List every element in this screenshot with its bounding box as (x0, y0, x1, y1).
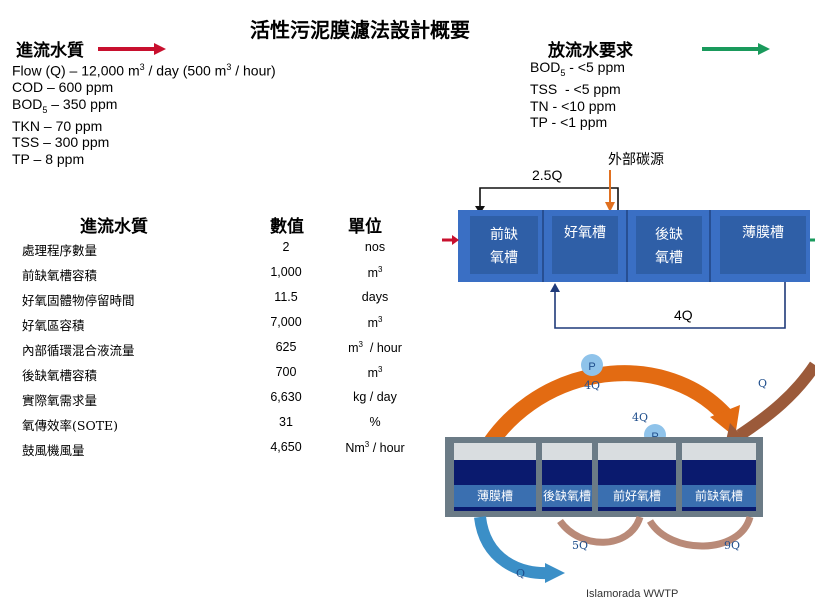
flow-label-9q: 9Q (724, 539, 740, 552)
influent-line-tss: TSS – 300 ppm (12, 134, 110, 151)
effluent-heading: 放流水要求 (548, 41, 633, 61)
table-row: 氧傳效率(SOTE) 31 % (0, 415, 420, 440)
row-value: 700 (275, 365, 297, 379)
row-value: 7,000 (270, 315, 302, 329)
row-value: 2 (282, 240, 290, 254)
table-row: 鼓風機風量 4,650 Nm3 / hour (0, 440, 420, 465)
plant-tank-label-pre-anoxic: 前缺氧槽 (695, 488, 743, 503)
effluent-line-bod: BOD5 - <5 ppm (530, 59, 625, 78)
row-label: 後缺氧槽容積 (22, 368, 98, 383)
row-unit: m3 / hour (348, 340, 402, 356)
table-header-item: 進流水質 (80, 217, 148, 237)
tank-label-membrane: 薄膜槽 (742, 225, 784, 241)
recycle-2.5q-line (479, 187, 619, 212)
row-label: 氧傳效率(SOTE) (22, 418, 119, 433)
feed-arrow-icon (736, 361, 815, 440)
recycle-arrow-icon (472, 365, 733, 468)
table-row: 實際氧需求量 6,630 kg / day (0, 390, 420, 415)
effluent-line-tn: TN - <10 ppm (530, 97, 616, 114)
flow-label-4q: 4Q (584, 379, 600, 392)
recycle-4q-line (554, 282, 786, 329)
row-value: 1,000 (270, 265, 302, 279)
influent-line-cod: COD – 600 ppm (12, 79, 114, 96)
row-label: 實際氧需求量 (22, 393, 98, 408)
table-row: 後缺氧槽容積 700 m3 (0, 365, 420, 390)
row-unit: days (361, 290, 389, 304)
plant-tank-label-post-anoxic: 後缺氧槽 (543, 488, 591, 503)
tank-label-pre-anoxic-2: 氧槽 (490, 250, 518, 266)
row-value: 31 (279, 415, 293, 429)
row-label: 好氧區容積 (22, 318, 85, 333)
tank-label-aerobic: 好氧槽 (564, 225, 606, 241)
recycle-2.5q-label: 2.5Q (532, 167, 562, 183)
tank-post-anoxic (636, 216, 702, 274)
row-unit: Nm3 / hour (345, 440, 405, 456)
tank-aerobic (552, 216, 618, 274)
tank-pre-anoxic (470, 216, 538, 274)
row-unit: m3 (367, 265, 383, 281)
row-value: 11.5 (274, 290, 298, 304)
effluent-arrow-icon (474, 516, 551, 580)
row-unit: nos (364, 240, 386, 254)
table-header-unit: 單位 (348, 217, 382, 237)
recycle-5q-arrow-icon (557, 515, 644, 546)
row-label: 鼓風機風量 (22, 443, 85, 458)
influent-line-bod: BOD5 – 350 ppm (12, 95, 118, 115)
external-carbon-label: 外部碳源 (608, 152, 664, 168)
plant-caption: Islamorada WWTP (586, 588, 678, 600)
row-value: 4,650 (270, 440, 302, 454)
tank-label-pre-anoxic-1: 前缺 (490, 226, 518, 243)
row-value: 6,630 (270, 390, 302, 404)
tank-membrane (720, 216, 806, 274)
row-label: 前缺氧槽容積 (22, 268, 98, 283)
row-unit: m3 (367, 315, 383, 331)
influent-spec-list: Flow (Q) – 12,000 m3 / day (500 m3 / hou… (12, 59, 276, 167)
influent-heading: 進流水質 (16, 41, 84, 61)
pump-label: P (588, 361, 595, 373)
row-label: 處理程序數量 (22, 243, 98, 258)
table-row: 好氧固體物停留時間 11.5 days (0, 290, 420, 315)
recycle-4q-label: 4Q (674, 307, 693, 323)
effluent-line-tp: TP - <1 ppm (530, 114, 608, 131)
plant-tank-label-membrane: 薄膜槽 (477, 488, 513, 503)
influent-line-tp: TP – 8 ppm (12, 150, 85, 167)
effluent-arrow-icon (702, 43, 770, 55)
design-table: 處理程序數量 2 nos 前缺氧槽容積 1,000 m3 好氧固體物停留時間 1… (0, 240, 430, 470)
flow-label-q-out: Q (516, 567, 525, 580)
recycle-9q-arrow-icon (646, 515, 754, 550)
flow-label-5q: 5Q (572, 539, 588, 552)
pump-icon (581, 354, 603, 376)
influent-line-tkn: TKN – 70 ppm (12, 117, 103, 134)
effluent-line-tss: TSS - <5 ppm (530, 81, 621, 98)
table-row: 處理程序數量 2 nos (0, 240, 420, 265)
row-unit: m3 (367, 365, 383, 381)
flow-label-q: Q (758, 377, 767, 390)
effluent-spec-list: BOD5 - <5 ppm TSS - <5 ppm TN - <10 ppm … (530, 59, 625, 131)
process-flow-diagram: 2.5Q 外部碳源 前缺 氧槽 好氧槽 後缺 氧槽 薄膜槽 4Q (442, 152, 815, 329)
row-unit: % (369, 415, 381, 429)
tank-label-post-anoxic-2: 氧槽 (655, 250, 683, 266)
table-row: 好氧區容積 7,000 m3 (0, 315, 420, 340)
row-label: 內部循環混合液流量 (22, 343, 135, 358)
table-row: 內部循環混合液流量 625 m3 / hour (0, 340, 420, 365)
row-unit: kg / day (353, 390, 397, 404)
plant-diagram: P P 4Q Q 4Q 薄膜槽 後缺氧槽 前好氧槽 前缺氧槽 5Q 9Q Q I… (445, 354, 815, 600)
recycle-4q-arrowhead (550, 283, 560, 292)
row-label: 好氧固體物停留時間 (22, 293, 135, 308)
table-header-value: 數值 (270, 217, 304, 237)
tank-label-post-anoxic-1: 後缺 (655, 227, 683, 243)
plant-tank-label-pre-aerobic: 前好氧槽 (613, 488, 661, 503)
influent-arrow-icon (98, 43, 166, 55)
flow-label-4q-2: 4Q (632, 411, 648, 424)
table-row: 前缺氧槽容積 1,000 m3 (0, 265, 420, 290)
page-title: 活性污泥膜濾法設計概要 (250, 18, 470, 42)
influent-line-flow: Flow (Q) – 12,000 m3 / day (500 m3 / hou… (12, 62, 276, 79)
row-value: 625 (275, 340, 297, 354)
